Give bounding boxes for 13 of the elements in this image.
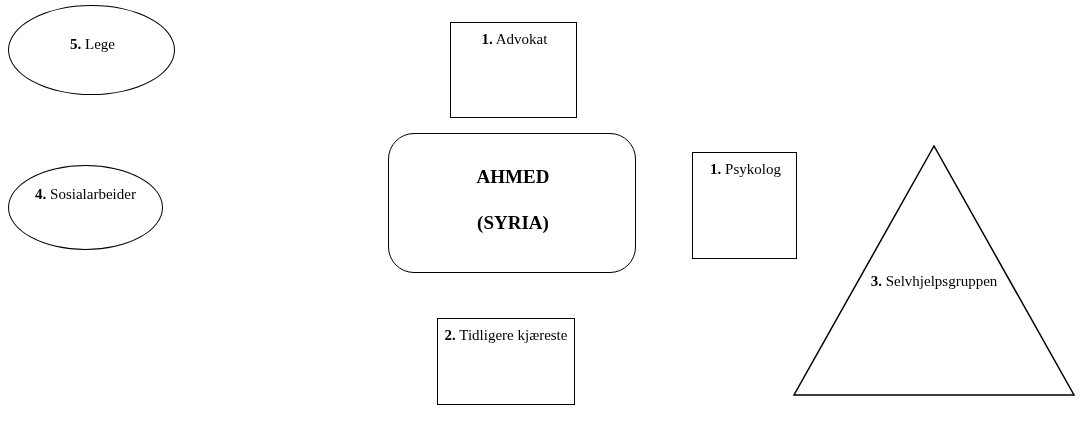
rectangle-node <box>692 152 797 259</box>
ellipse-node <box>8 165 163 250</box>
rectangle-node <box>437 318 575 405</box>
node-label: AHMED (SYRIA) <box>475 165 551 235</box>
node-label: 4. Sosialarbeider <box>35 186 136 203</box>
triangle-node <box>793 145 1075 396</box>
node-label: 2. Tidligere kjæreste <box>444 327 568 344</box>
rectangle-node <box>450 22 577 118</box>
rounded-rectangle-node <box>388 133 636 273</box>
node-label: 3. Selvhjelpsgruppen <box>870 273 998 290</box>
node-label: 1. Psykolog <box>709 161 782 178</box>
node-label: 1. Advokat <box>480 31 549 48</box>
node-label: 5. Lege <box>69 36 116 53</box>
